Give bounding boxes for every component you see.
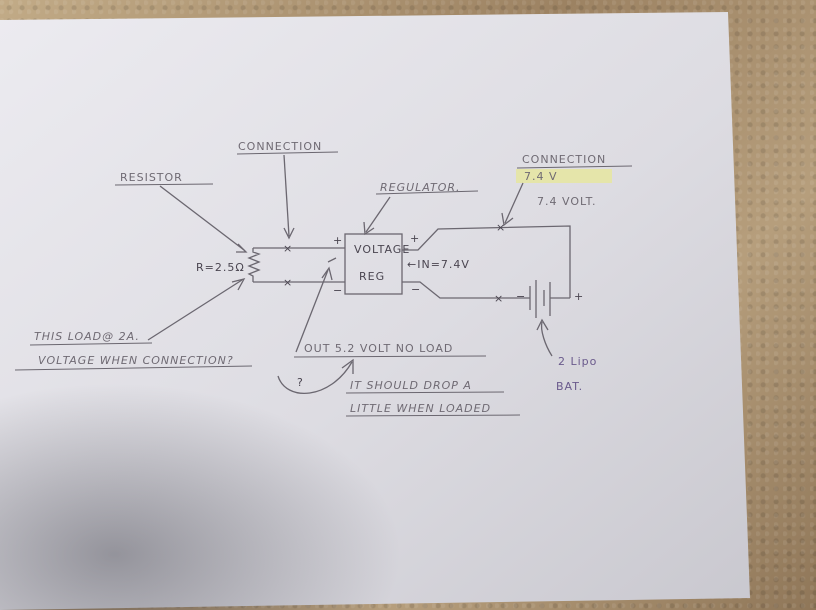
arrow-out: [295, 269, 329, 353]
label-connection-top: CONNECTION: [238, 140, 322, 153]
arrowhead-resistor: [236, 243, 248, 253]
underline-regulator: [375, 190, 479, 195]
label-drop-line1: IT SHOULD DROP A: [350, 379, 472, 392]
label-connection-right: CONNECTION: [522, 153, 606, 166]
arrow-regulator: [365, 196, 391, 233]
connection-mark-top: ×: [283, 242, 293, 255]
underline-resistor: [114, 183, 214, 186]
label-load-line2: VOLTAGE WHEN CONNECTION?: [38, 354, 234, 367]
arrow-load: [147, 279, 243, 341]
minus-battery: −: [516, 290, 526, 303]
plus-battery: +: [574, 290, 584, 303]
label-battery-voltage: 7.4 VOLT.: [537, 195, 597, 208]
underline-out: [293, 355, 487, 358]
arrowhead-battery: [536, 318, 549, 331]
voltage-regulator-box: [344, 233, 403, 295]
label-resistor-value: R=2.5Ω: [196, 261, 245, 274]
underline-load-line2: [14, 365, 253, 371]
arrowhead-out: [321, 266, 333, 281]
arrowhead-connection-right: [501, 212, 514, 227]
arrowhead-connection-top: [283, 227, 295, 240]
underline-connection-top: [236, 151, 339, 155]
arrowhead-load: [231, 278, 246, 291]
wire-top-right: [402, 225, 571, 298]
label-question: ?: [297, 376, 304, 389]
label-resistor: RESISTOR: [120, 171, 183, 184]
label-battery-line1: 2 Lipo: [558, 355, 597, 368]
curved-arrow: [277, 361, 353, 394]
label-reg-line2: REG: [359, 270, 385, 283]
underline-load-line1: [29, 342, 153, 346]
label-input: ←IN=7.4V: [407, 258, 470, 271]
plus-reg-right: +: [410, 232, 420, 245]
arrow-connection-right: [504, 182, 524, 224]
connection-mark-bottom: ×: [283, 276, 293, 289]
arrowhead-curved: [341, 358, 354, 374]
underline-connection-right: [516, 165, 633, 169]
minus-reg-left: −: [333, 284, 343, 297]
label-load-line1: THIS LOAD@ 2A.: [34, 330, 140, 343]
underline-drop-line1: [345, 391, 505, 394]
arrow-connection-top: [283, 154, 290, 237]
resistor-symbol: [247, 248, 261, 282]
label-reg-line1: VOLTAGE: [354, 243, 410, 256]
wire-bottom-right: [402, 281, 530, 299]
label-battery-line2: BAT.: [556, 380, 583, 393]
minus-reg-right: −: [411, 283, 421, 296]
label-drop-line2: LITTLE WHEN LOADED: [350, 402, 491, 415]
underline-drop-line2: [345, 414, 521, 417]
arrow-resistor: [159, 185, 245, 251]
connection-mark-battery-bottom: ×: [494, 292, 504, 305]
label-out: OUT 5.2 VOLT NO LOAD: [304, 342, 453, 355]
plus-reg-left: +: [333, 234, 343, 247]
label-highlight-text: 7.4 V: [524, 170, 558, 183]
highlight-marker: [516, 169, 612, 183]
connection-mark-battery-top: ×: [496, 221, 506, 234]
hand-shadow: [0, 300, 520, 610]
reg-input-tick: [327, 257, 337, 263]
label-regulator: REGULATOR.: [380, 181, 461, 194]
arrow-battery: [540, 321, 553, 357]
